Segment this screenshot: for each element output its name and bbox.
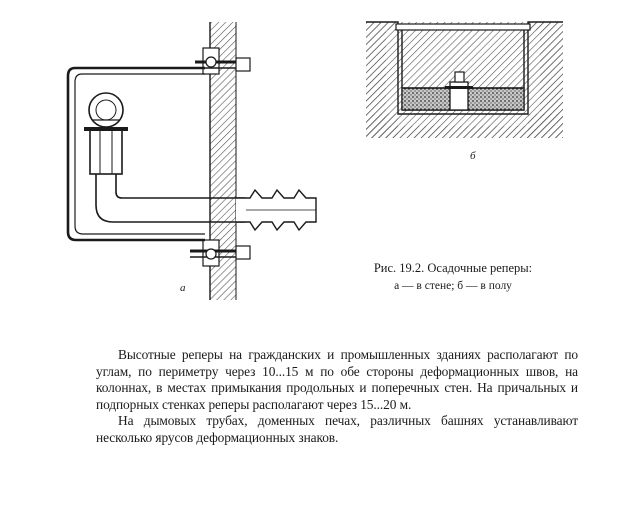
figure-19-2: а б [66, 21, 563, 300]
body-text: Высотные реперы на гражданских и промышл… [96, 347, 578, 447]
paragraph-1: Высотные реперы на гражданских и промышл… [96, 347, 578, 412]
settlement-benchmark-drawing [66, 21, 563, 300]
upper-bracket [195, 47, 251, 75]
caption-title: Рис. 19.2. Осадочные реперы: [373, 261, 533, 275]
figure-caption: Рис. 19.2. Осадочные реперы: а — в стене… [338, 259, 568, 295]
figure-label-b: б [470, 150, 476, 162]
floor-benchmark-drawing [366, 21, 563, 138]
lower-bracket [190, 239, 251, 267]
paragraph-2: На дымовых трубах, доменных печах, разли… [96, 413, 578, 445]
figure-label-a: а [180, 282, 186, 294]
caption-parts: а — в стене; б — в полу [394, 280, 512, 292]
wall-benchmark-drawing [66, 22, 317, 300]
